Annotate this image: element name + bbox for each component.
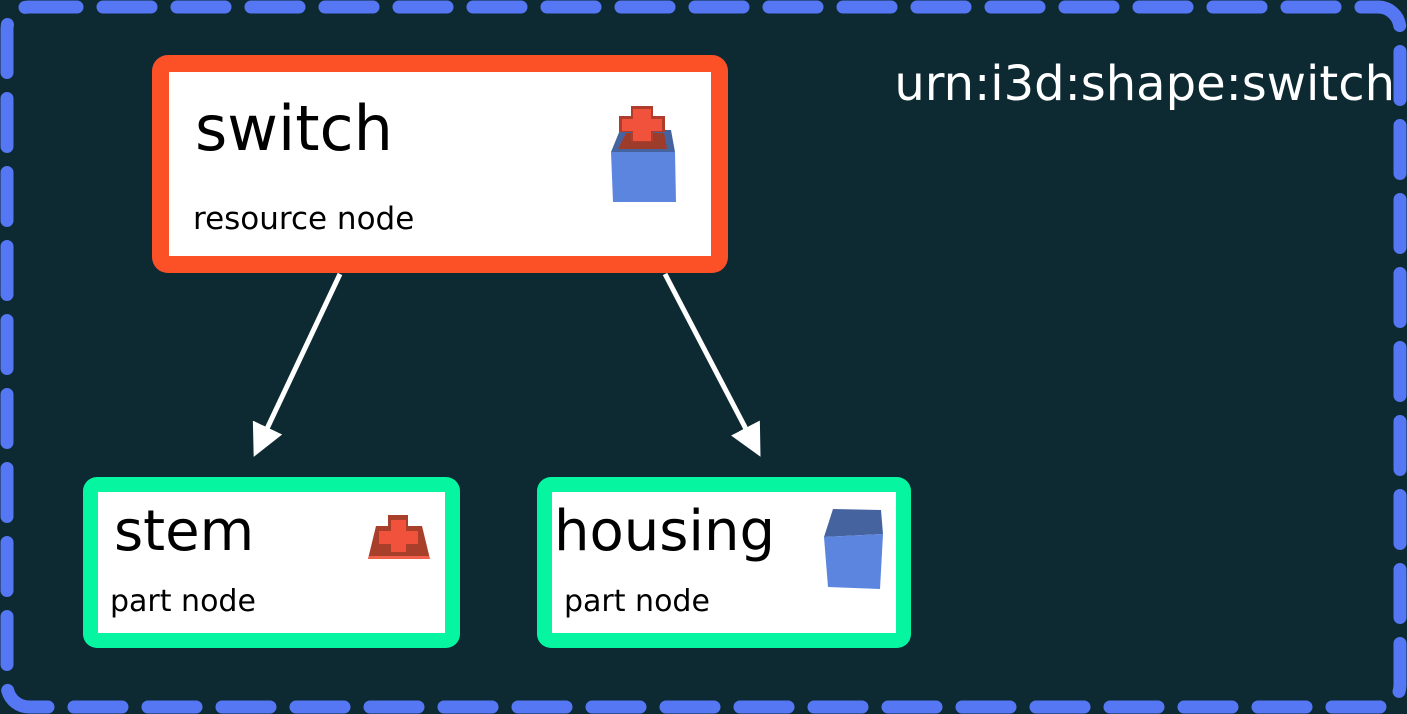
switch-3d-icon (611, 106, 676, 202)
stem-3d-icon (368, 515, 430, 559)
edge-switch-to-housing (662, 272, 761, 457)
node-housing: housing part node (537, 477, 911, 648)
housing-3d-icon (824, 509, 883, 589)
node-housing-type: part node (564, 584, 710, 619)
node-housing-label: housing (554, 499, 776, 564)
node-switch-type: resource node (193, 201, 415, 237)
node-switch-label: switch (195, 92, 393, 165)
edge-switch-to-stem (252, 272, 343, 457)
node-stem: stem part node (83, 477, 460, 648)
diagram-title: urn:i3d:shape:switch (894, 56, 1395, 112)
node-stem-label: stem (114, 499, 255, 564)
node-switch: switch resource node (152, 55, 728, 273)
node-stem-type: part node (110, 584, 256, 619)
